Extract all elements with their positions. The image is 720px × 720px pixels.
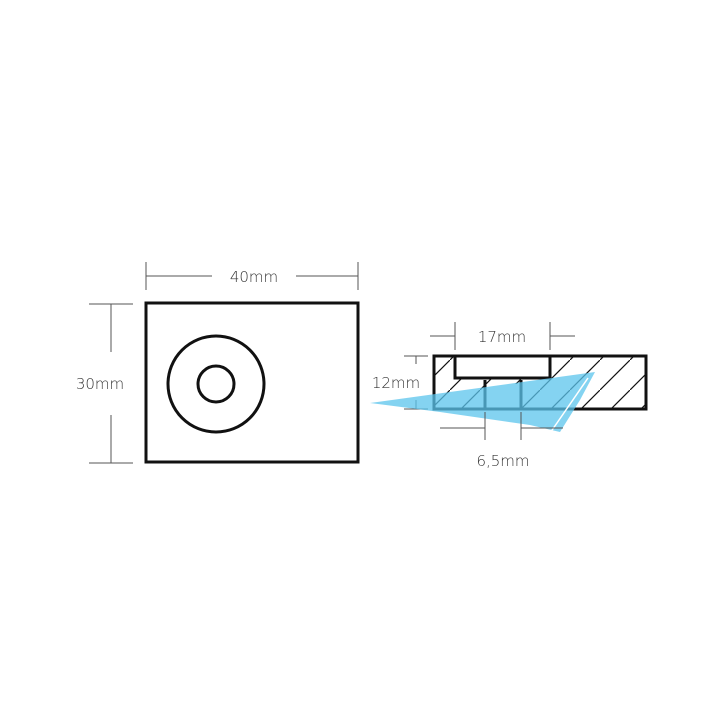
recess-width-label: 17mm [478,328,526,346]
overlay-highlight [547,377,589,437]
recess-width-dimension: 17mm [430,322,575,350]
recess-outline [453,356,552,380]
plate-outline [144,301,360,464]
hole-diameter-label: 6,5mm [476,452,529,470]
top-view: 40mm 30mm [76,262,360,464]
bore-hole-circle [196,364,236,404]
width-dimension: 40mm [145,262,359,290]
height-label: 30mm [76,375,124,393]
countersink-circle [166,334,266,434]
thickness-label: 12mm [372,374,420,392]
height-dimension: 30mm [76,303,133,464]
hole-diameter-dimension: 6,5mm [440,412,563,470]
blue-overlay [370,372,595,432]
section-view: 17mm 12mm 6,5mm [370,322,648,470]
width-label: 40mm [230,268,278,286]
